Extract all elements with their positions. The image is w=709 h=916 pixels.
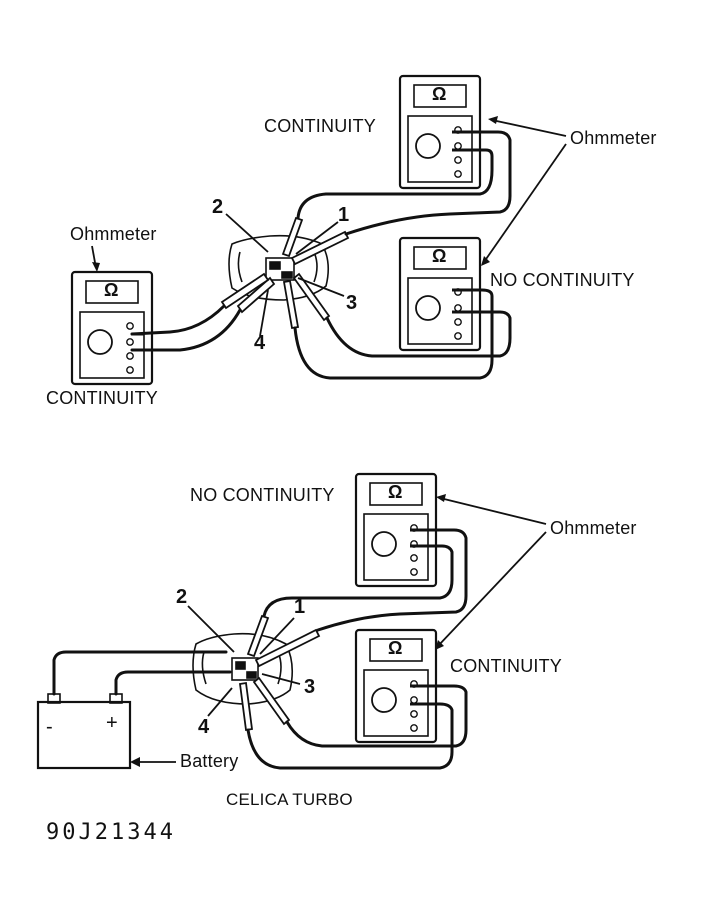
battery-minus-label: - xyxy=(46,716,53,738)
top-diagram xyxy=(70,74,567,386)
terminal-3-label: 3 xyxy=(304,676,316,698)
terminal-2-label: 2 xyxy=(176,586,188,608)
terminal-1-label: 1 xyxy=(294,596,306,618)
terminal-2-label: 2 xyxy=(212,196,224,218)
bottom-probes xyxy=(238,614,321,732)
battery-plus-label: + xyxy=(106,712,118,734)
terminal-1-label: 1 xyxy=(338,204,350,226)
ohm-symbol: Ω xyxy=(388,638,403,658)
top-wires xyxy=(130,130,512,380)
terminal-4-label: 4 xyxy=(254,332,266,354)
top-arrows xyxy=(91,116,567,337)
battery xyxy=(36,693,132,770)
terminal-4-label: 4 xyxy=(198,716,210,738)
ohmmeter-label: Ohmmeter xyxy=(550,518,637,538)
status-label-continuity: CONTINUITY xyxy=(264,116,376,136)
model-label: CELICA TURBO xyxy=(226,790,353,809)
bottom-wires xyxy=(52,528,468,770)
terminal-3-label: 3 xyxy=(346,292,358,314)
top-probes xyxy=(220,216,350,330)
figure-code: 90J21344 xyxy=(46,820,176,845)
ohmmeter-label: Ohmmeter xyxy=(570,128,657,148)
status-label-continuity: CONTINUITY xyxy=(46,388,158,408)
ohm-symbol: Ω xyxy=(388,482,403,502)
ohm-symbol: Ω xyxy=(432,246,447,266)
battery-label: Battery xyxy=(180,751,239,771)
status-label-no-continuity: NO CONTINUITY xyxy=(190,485,335,505)
status-label-continuity: CONTINUITY xyxy=(450,656,562,676)
status-label-no-continuity: NO CONTINUITY xyxy=(490,270,635,290)
ohm-symbol: Ω xyxy=(104,280,119,300)
ohm-symbol: Ω xyxy=(432,84,447,104)
bottom-diagram xyxy=(36,472,547,770)
bottom-arrows xyxy=(130,494,547,767)
ohmmeter-label: Ohmmeter xyxy=(70,224,157,244)
